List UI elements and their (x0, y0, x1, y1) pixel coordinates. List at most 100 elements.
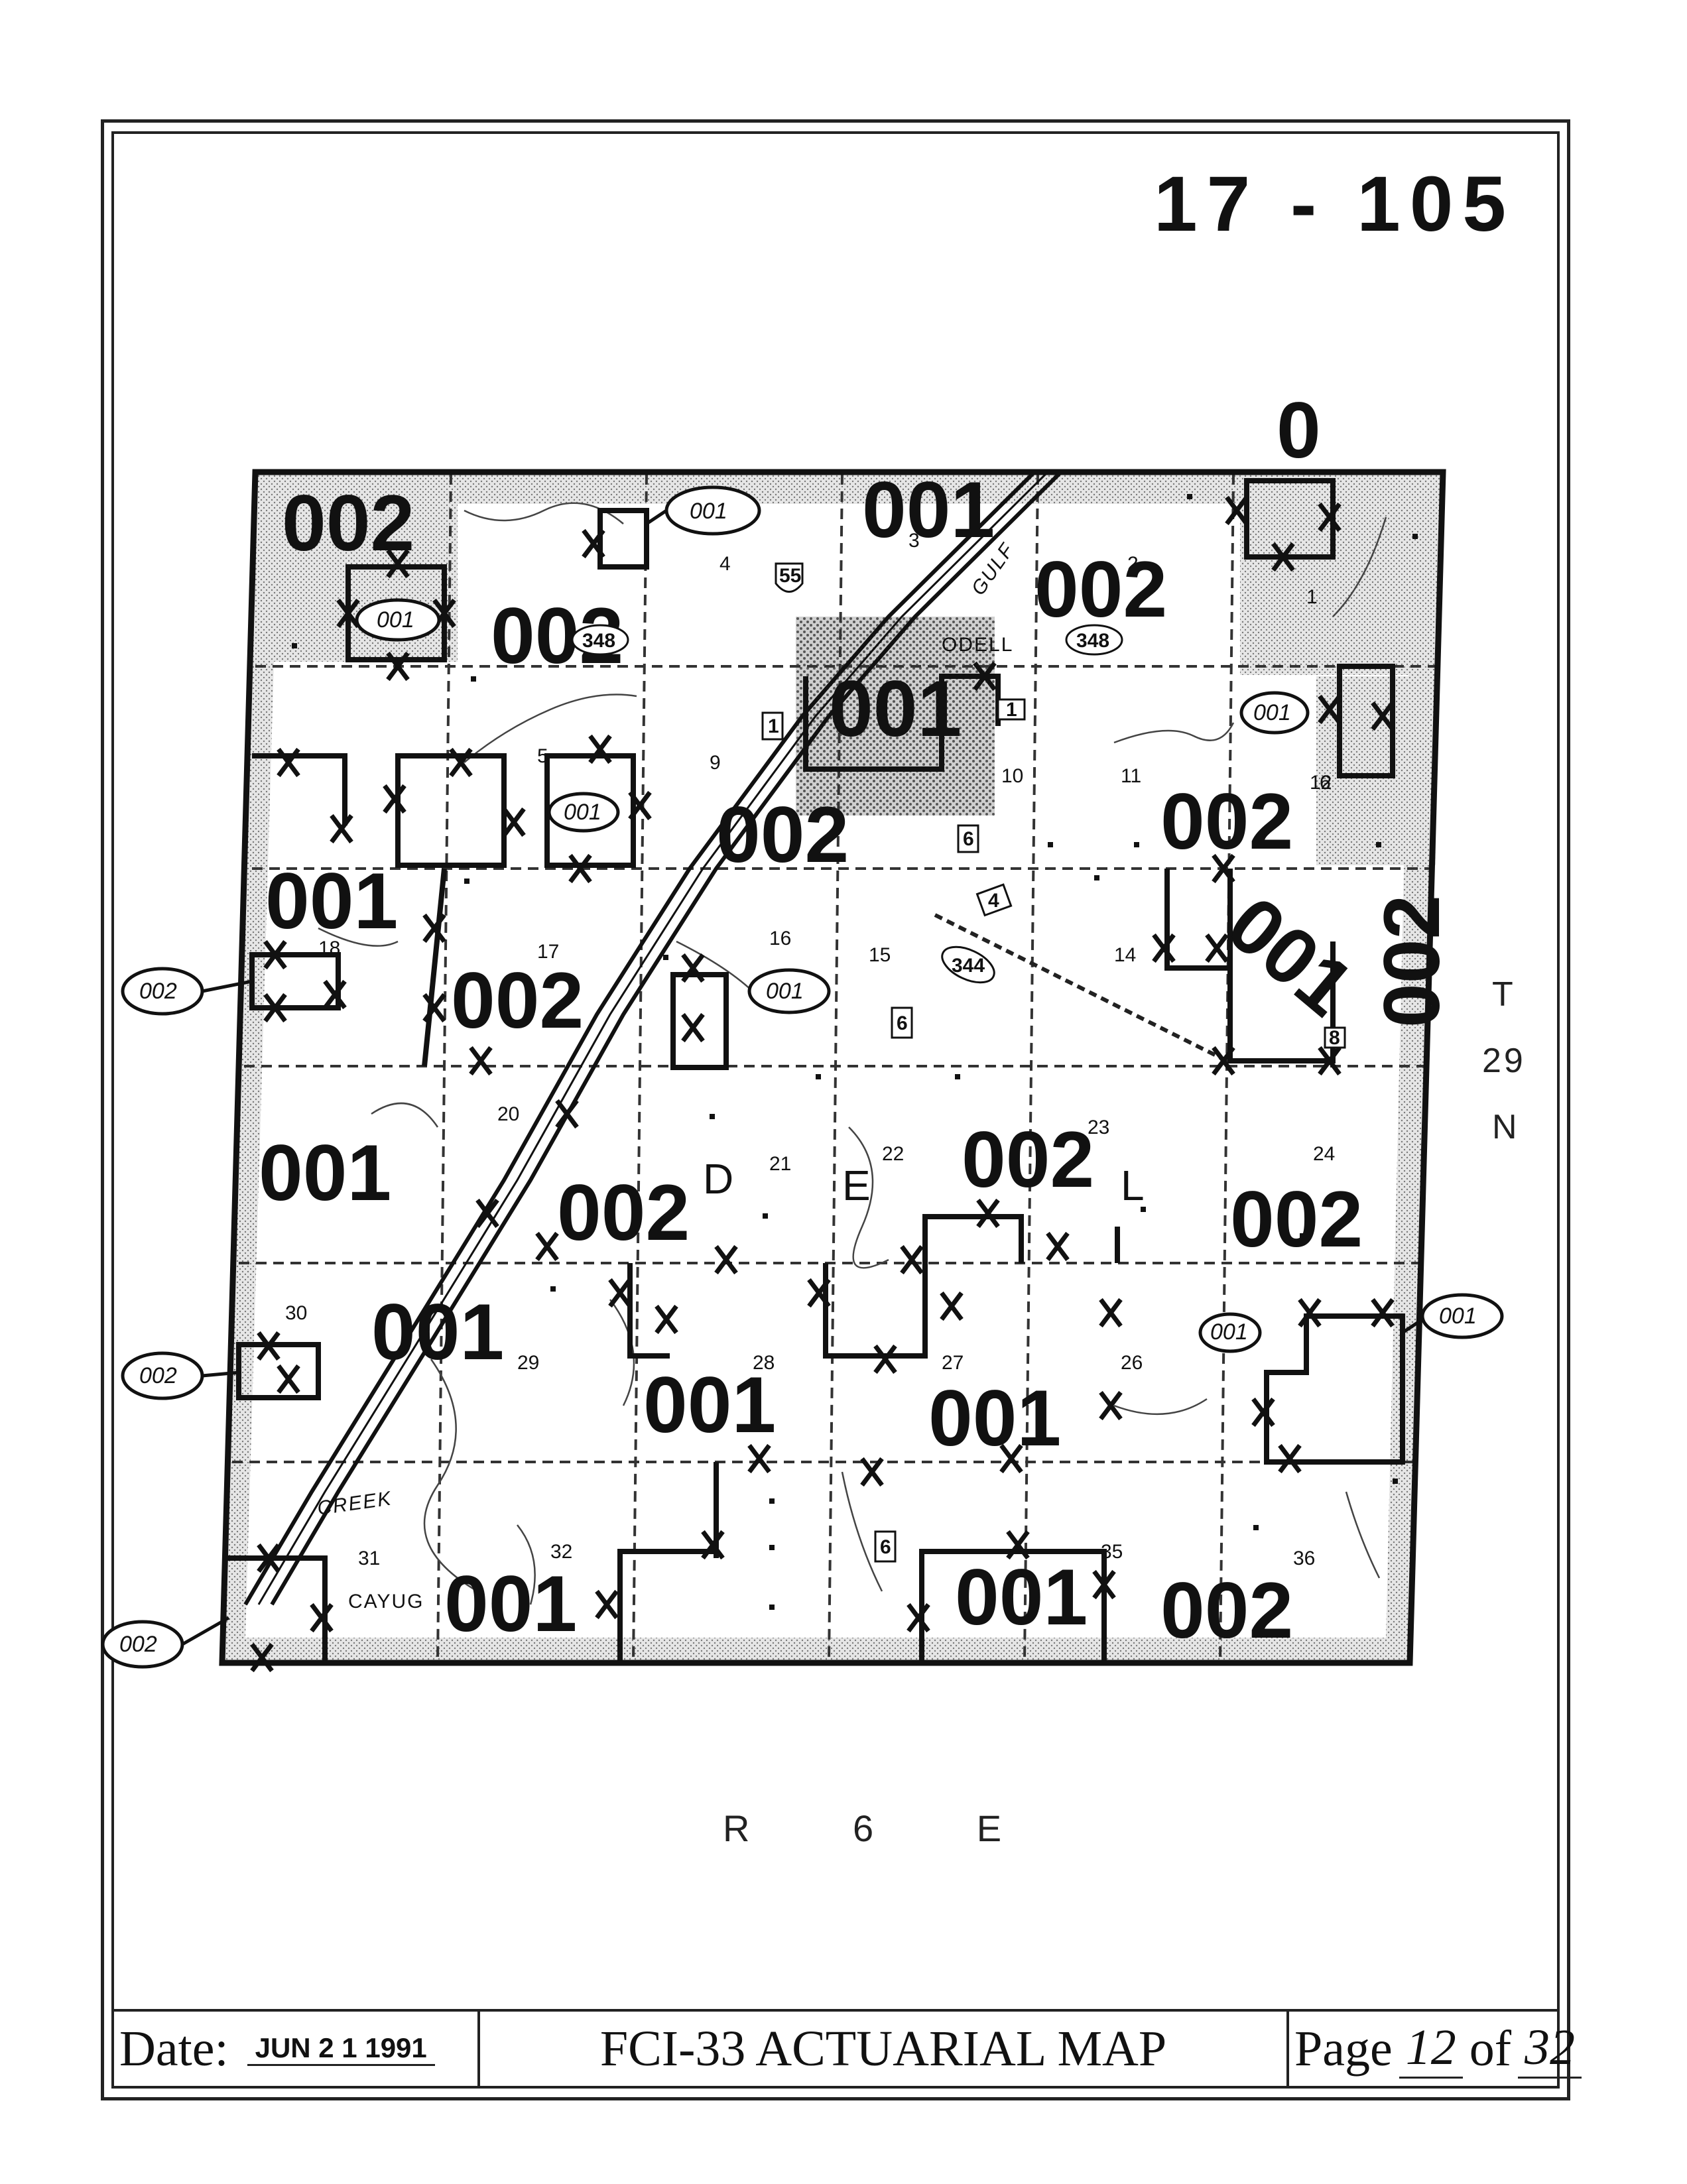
section-number: 26 (1121, 1352, 1143, 1374)
map-title: FCI-33 ACTUARIAL MAP (599, 2020, 1167, 2077)
section-number: 20 (497, 1103, 519, 1125)
section-letter: E (842, 1162, 871, 1209)
oval-label: 001 (766, 979, 804, 1004)
section-number: 17 (537, 941, 559, 963)
section-number: 36 (1293, 1547, 1315, 1569)
map-number: 17 - 105 (1154, 160, 1515, 248)
highway-label: 6 (880, 1536, 891, 1558)
zone-label: 001 (928, 1374, 1061, 1463)
interstate-55 (243, 470, 1063, 1606)
oval-label: 001 (1210, 1319, 1248, 1345)
zone-label: 002 (451, 956, 584, 1045)
date-value: JUN 2 1 1991 (247, 2032, 435, 2066)
section-number: 21 (769, 1153, 791, 1175)
zone-label: 001 (1211, 879, 1370, 1032)
footer-date-cell: Date: JUN 2 1 1991 (111, 2009, 480, 2089)
zone-label: 001 (371, 1288, 504, 1376)
inner-border (111, 131, 1560, 2089)
highway-label: 4 (988, 890, 999, 912)
section-letter: L (1121, 1162, 1145, 1209)
section-number: 15 (869, 944, 891, 966)
township-n-label: N (1492, 1108, 1520, 1146)
section-number: 9 (710, 752, 721, 774)
section-number: 31 (358, 1547, 380, 1569)
oval-label: 001 (1253, 700, 1291, 725)
oval-label: 001 (564, 800, 601, 825)
section-number: 12 (1310, 772, 1332, 794)
section-number: 4 (719, 553, 731, 575)
highway-labels: 55 348 348 344 1 1 6 6 6 4 8 (582, 565, 1340, 1558)
zone-label: 002 (1160, 1566, 1293, 1655)
railroad-344 (934, 913, 1228, 1063)
section-number: 23 (1088, 1117, 1109, 1138)
section-number: 1 (1306, 586, 1318, 608)
zone-boundaries (225, 478, 1405, 1663)
section-number: 10 (1001, 765, 1023, 787)
zone-label: 001 (829, 664, 962, 753)
township-number-label: 29 (1482, 1042, 1526, 1080)
footer: Date: JUN 2 1 1991 FCI-33 ACTUARIAL MAP … (101, 2009, 1582, 2100)
zone-label: 002 (1367, 895, 1456, 1028)
section-number: 29 (517, 1352, 539, 1374)
outer-border (101, 119, 1570, 2100)
oval-label: 002 (139, 1363, 177, 1388)
highway-label: 6 (963, 828, 974, 850)
boundary-x-marks (250, 495, 1395, 1673)
oval-label: 001 (1439, 1304, 1477, 1329)
highway-label: 55 (779, 565, 801, 587)
section-number: 28 (753, 1352, 775, 1374)
section-number: 6 (1320, 772, 1331, 794)
oval-label: 002 (139, 979, 177, 1004)
zone-label: 002 (962, 1115, 1094, 1204)
section-number: 16 (769, 928, 791, 949)
highway-label: 344 (952, 955, 985, 977)
section-letter: D (703, 1155, 733, 1203)
place-creek: CREEK (316, 1487, 393, 1519)
building-dots (292, 494, 1418, 1610)
date-label: Date: (119, 2020, 229, 2077)
zone-label: 002 (282, 479, 414, 568)
zone-label: 002 (1230, 1175, 1363, 1264)
zone-label: 002 (1034, 545, 1167, 634)
section-number: 30 (285, 1302, 307, 1324)
section-number: 22 (882, 1143, 904, 1165)
place-odell: ODELL (942, 634, 1013, 656)
zone-label: 001 (862, 465, 995, 554)
section-number: 5 (537, 745, 548, 767)
zone-label: 001 (259, 1128, 391, 1217)
zone-label: 001 (955, 1553, 1088, 1642)
section-number: 18 (318, 938, 340, 959)
footer-page-cell: Page 12 of 32 (1289, 2009, 1582, 2089)
highway-label: 1 (1006, 699, 1017, 721)
highway-label: 348 (582, 630, 615, 652)
section-number: 11 (1121, 765, 1141, 787)
footer-title-cell: FCI-33 ACTUARIAL MAP (480, 2009, 1289, 2089)
highway-label: 8 (1329, 1027, 1340, 1049)
range-label: R 6 E (723, 1807, 1048, 1849)
zone-label: 001 (265, 857, 398, 945)
highway-shields (571, 562, 1346, 1563)
section-number: 35 (1101, 1541, 1123, 1563)
page-label: Page (1294, 2020, 1393, 2077)
section-number: 3 (908, 530, 920, 552)
highway-label: 348 (1076, 630, 1109, 652)
oval-label: 001 (690, 499, 727, 524)
section-number: 32 (550, 1541, 572, 1563)
zone-label: 002 (716, 790, 849, 879)
oval-label-text: 001 001 001 002 002 002 001 001 001 001 (119, 499, 1477, 1657)
streams (318, 502, 1387, 1605)
zone-label: 001 (444, 1559, 577, 1648)
page-of: of (1469, 2020, 1512, 2077)
oval-leaders (181, 509, 1424, 1646)
place-cayuga: CAYUG (348, 1591, 424, 1612)
stippled-area (1240, 476, 1439, 675)
oval-labels (101, 485, 1504, 1669)
section-number: 24 (1313, 1143, 1335, 1165)
section-number: 27 (942, 1352, 964, 1374)
zone-label: 002 (557, 1168, 690, 1257)
section-number: 14 (1114, 944, 1136, 966)
township-t-label: T (1492, 975, 1516, 1014)
footer-divider (111, 2009, 1560, 2012)
oval-label: 001 (377, 607, 414, 633)
